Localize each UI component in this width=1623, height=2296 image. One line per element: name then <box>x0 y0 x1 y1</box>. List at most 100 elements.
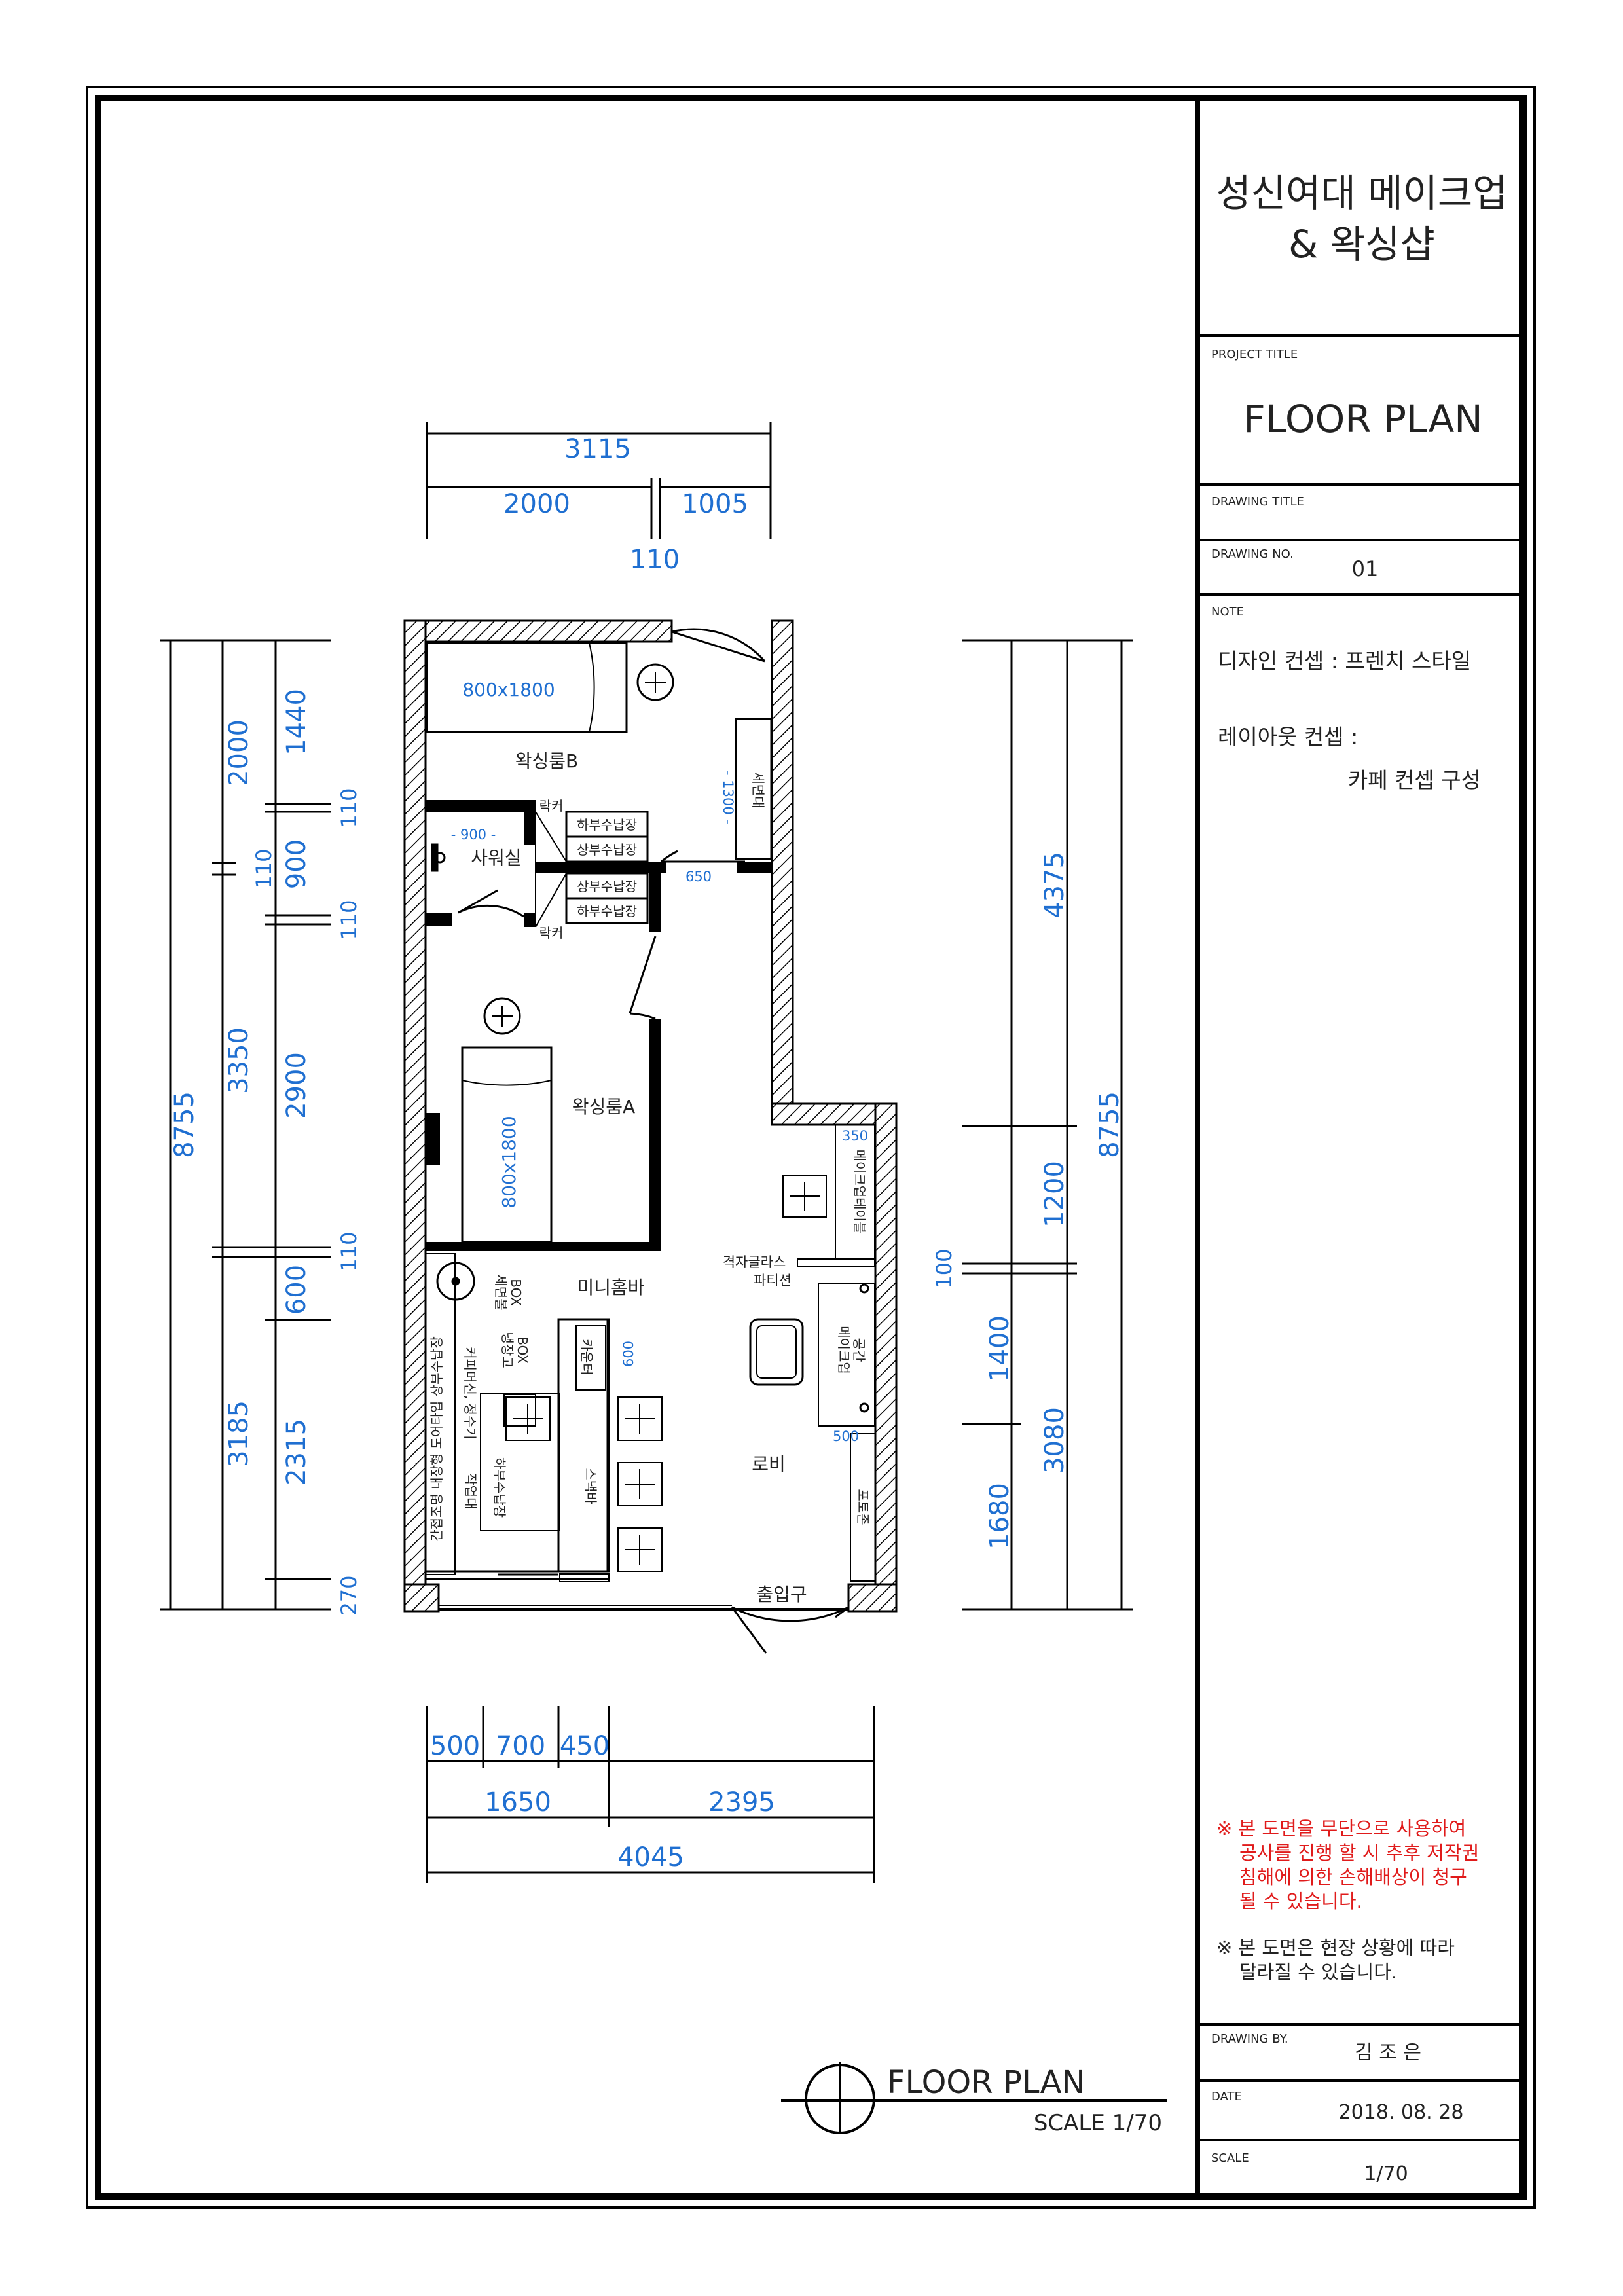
notice-line2: 달라질 수 있습니다. <box>1239 1961 1397 1983</box>
drawing-no-value: 01 <box>1352 556 1379 581</box>
note-label: NOTE <box>1211 605 1244 619</box>
dim-right-e: 3080 <box>1040 1407 1070 1474</box>
notice-line1: ※ 본 도면은 현장 상황에 따라 <box>1216 1937 1455 1959</box>
label-work-table: 작업대 <box>463 1473 479 1509</box>
dim-right-d: 1400 <box>985 1315 1015 1382</box>
label-fridge: 냉장고 <box>500 1332 515 1368</box>
date-label: DATE <box>1211 2090 1242 2104</box>
dim-350-inner: 350 <box>842 1128 868 1144</box>
dim-bottom-left: 1650 <box>484 1787 551 1817</box>
furniture <box>424 642 876 1582</box>
drawn-by-label: DRAWING BY. <box>1211 2032 1288 2046</box>
drawing-no-label: DRAWING NO. <box>1211 547 1294 561</box>
dim-left-col3-b: 110 <box>337 788 361 828</box>
dim-top-total: 3115 <box>564 434 631 464</box>
dim-left-col2-a: 2000 <box>224 720 254 786</box>
dimension-labels: 3115 2000 1005 110 500 700 450 1650 2395… <box>170 434 1125 1872</box>
dim-right-a: 4375 <box>1040 852 1070 919</box>
dim-right-c: 100 <box>932 1248 957 1288</box>
drawn-by-value: 김 조 은 <box>1355 2041 1421 2064</box>
dim-left-col3-f: 110 <box>337 1231 361 1271</box>
label-shower: 사워실 <box>471 847 521 869</box>
dim-left-col2-c: 3350 <box>224 1027 254 1094</box>
warning-line4: 될 수 있습니다. <box>1239 1890 1362 1912</box>
dim-1300-inner: - 1300 - <box>720 771 736 824</box>
label-makeup-station-1: 메이크업 <box>836 1326 852 1374</box>
label-fridge-box: BOX <box>515 1336 530 1364</box>
plan-scale: SCALE 1/70 <box>1034 2110 1162 2136</box>
warning-line2: 공사를 진행 할 시 추후 저작권 <box>1239 1842 1479 1864</box>
label-coffee-machine: 커피머신, 정수기 <box>462 1347 478 1440</box>
dim-900-inner: - 900 - <box>451 827 496 843</box>
label-washbasin: 세면대 <box>750 772 766 808</box>
label-indirect-light: 간접조명 내장형 도어타입 상부수납장 <box>429 1336 445 1541</box>
dim-top-left: 2000 <box>503 489 570 519</box>
drawing-title-value: FLOOR PLAN <box>1243 397 1482 441</box>
label-locker-bottom: 락커 <box>539 925 564 941</box>
dim-500-inner: 500 <box>833 1429 859 1444</box>
inner-border <box>95 95 1527 2200</box>
note-layout-label: 레이아웃 컨셉 : <box>1218 724 1358 750</box>
drawing-title-label: DRAWING TITLE <box>1211 495 1304 509</box>
project-name-line1: 성신여대 메이크업 <box>1216 171 1507 215</box>
label-storage-1: 하부수납장 <box>577 817 637 833</box>
label-lobby: 로비 <box>752 1453 786 1475</box>
note-layout-value: 카페 컨셉 구성 <box>1348 767 1481 793</box>
dim-right-f: 1680 <box>985 1483 1015 1550</box>
dim-bed-a: 800x1800 <box>498 1116 520 1208</box>
dim-bed-b: 800x1800 <box>462 679 555 701</box>
title-block-grid <box>1197 334 1520 2141</box>
label-waxing-a: 왁싱룸A <box>572 1096 635 1118</box>
dim-left-col3-c: 900 <box>282 839 312 889</box>
warning-line1: ※ 본 도면을 무단으로 사용하여 <box>1216 1817 1466 1840</box>
dim-bottom-total: 4045 <box>617 1842 684 1872</box>
warning-line3: 침해에 의한 손해배상이 청구 <box>1239 1866 1467 1888</box>
project-title-label: PROJECT TITLE <box>1211 348 1298 361</box>
label-locker-top: 락커 <box>539 798 564 814</box>
outer-border <box>86 86 1536 2209</box>
label-counter: 카운터 <box>579 1339 594 1375</box>
label-lower-storage: 하부수납장 <box>492 1457 507 1518</box>
dimension-lines <box>160 422 1133 1883</box>
label-entrance: 출입구 <box>756 1584 807 1605</box>
room-labels: 왁싱룸B 사워실 락커 락커 하부수납장 상부수납장 상부수납장 하부수납장 세… <box>429 750 871 1605</box>
dim-left-col2-d: 3185 <box>224 1400 254 1467</box>
dim-left-col2-b: 110 <box>251 848 276 888</box>
dim-bottom-a: 500 <box>430 1731 480 1761</box>
dim-left-col3-g: 600 <box>282 1265 312 1315</box>
label-storage-2: 상부수납장 <box>577 842 637 858</box>
inner-dimensions: 800x1800 800x1800 - 900 - - 1300 - 650 3… <box>451 679 868 1444</box>
dim-600-inner: 600 <box>621 1341 636 1367</box>
label-storage-3: 상부수납장 <box>577 879 637 894</box>
dim-left-total: 8755 <box>170 1091 200 1158</box>
dim-left-col3-h: 2315 <box>282 1419 312 1485</box>
dim-right-b: 1200 <box>1040 1161 1070 1228</box>
dim-650-inner: 650 <box>685 869 712 884</box>
dim-top-wall: 110 <box>630 545 680 575</box>
date-value: 2018. 08. 28 <box>1339 2101 1464 2124</box>
label-sink: 세면볼 <box>493 1274 509 1310</box>
label-storage-4: 하부수납장 <box>577 903 637 919</box>
label-snack-bar: 스낵바 <box>583 1468 598 1504</box>
interior-walls <box>426 800 772 1251</box>
dim-right-total: 8755 <box>1095 1091 1125 1158</box>
plan-title-symbol <box>781 2062 1167 2134</box>
scale-value: 1/70 <box>1364 2162 1408 2185</box>
dim-left-col3-i: 270 <box>337 1575 361 1615</box>
label-glass-partition-2: 파티션 <box>754 1273 792 1288</box>
dim-left-col3-e: 2900 <box>282 1052 312 1119</box>
dim-bottom-right: 2395 <box>708 1787 775 1817</box>
label-sink-box: BOX <box>508 1279 524 1306</box>
doors <box>458 628 849 1654</box>
plan-title: FLOOR PLAN <box>887 2064 1085 2101</box>
label-makeup-station-2: 공간 <box>851 1338 867 1362</box>
project-name-line2: & 왁싱샵 <box>1288 222 1435 266</box>
note-design-concept: 디자인 컨셉 : 프렌치 스타일 <box>1218 648 1471 674</box>
dim-left-col3-d: 110 <box>337 900 361 939</box>
label-glass-partition-1: 격자글라스 <box>723 1254 786 1270</box>
dim-bottom-c: 450 <box>560 1731 610 1761</box>
dim-left-col3-a: 1440 <box>282 689 312 756</box>
scale-label: SCALE <box>1211 2151 1249 2165</box>
label-waxing-b: 왁싱룸B <box>515 750 579 772</box>
